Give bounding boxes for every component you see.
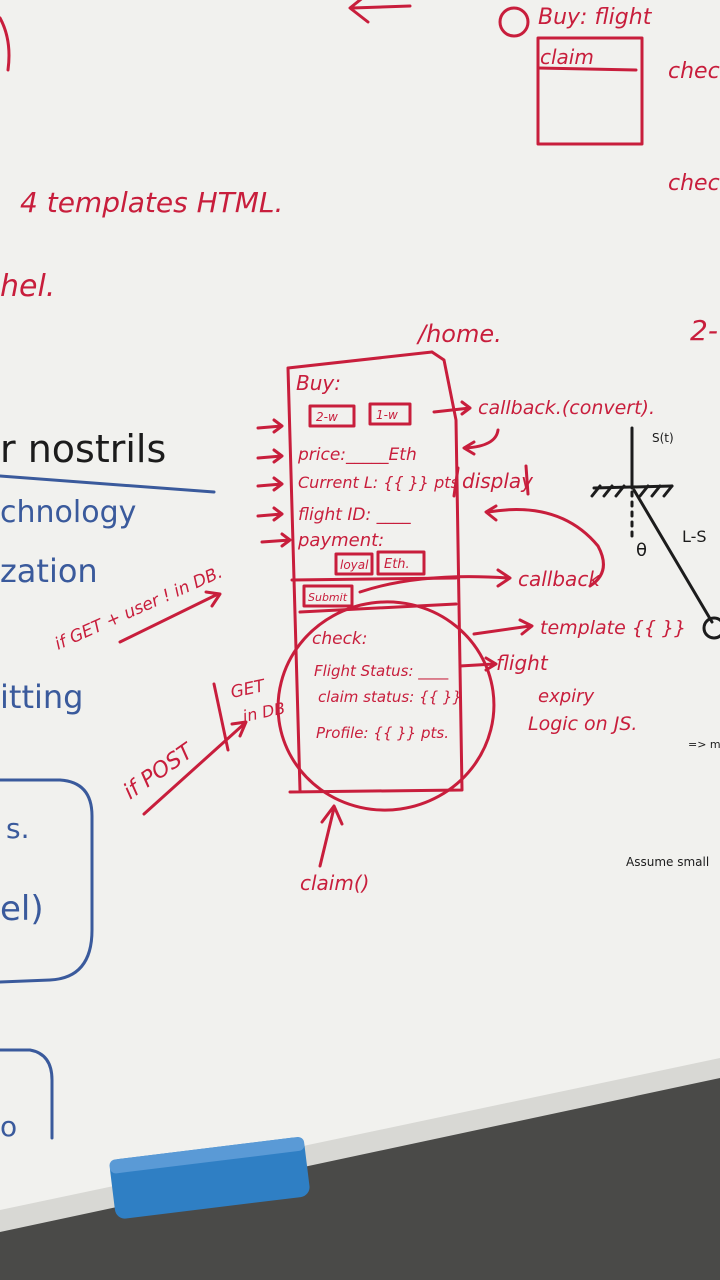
whiteboard-surface xyxy=(0,0,720,1225)
blue-lower-box xyxy=(0,1048,54,1140)
profile-field: Profile: {{ }} pts. xyxy=(316,724,449,742)
itting-text: itting xyxy=(0,678,83,716)
price-field: price:_____Eth xyxy=(297,445,417,465)
arrow-to-claim xyxy=(318,804,344,868)
check-circle xyxy=(276,600,496,812)
pendulum-rod xyxy=(632,488,714,624)
curve-top-left xyxy=(0,16,11,72)
display-text: display xyxy=(462,469,534,493)
note-claim-underline xyxy=(536,66,638,72)
arrow-callback-convert xyxy=(432,400,472,416)
arrow-flight xyxy=(458,656,498,672)
pendulum-theta: θ xyxy=(636,540,647,561)
button-one-way xyxy=(368,402,412,426)
claim-status-field: claim status: {{ }} xyxy=(318,688,462,706)
button-loyal xyxy=(334,552,374,576)
claim-function: claim() xyxy=(300,871,369,895)
box-fragment-3: o xyxy=(0,1110,17,1143)
side-check-1: check xyxy=(668,59,720,84)
arrow-note: => m xyxy=(688,738,720,751)
expiry-text: expiry xyxy=(538,686,595,707)
button-eth xyxy=(376,550,426,576)
zation-text: zation xyxy=(0,552,98,590)
arrow-in-5 xyxy=(260,532,292,548)
arrow-callback xyxy=(358,568,512,594)
arrow-in-4 xyxy=(256,506,284,522)
nostrils-text: r nostrils xyxy=(0,427,166,471)
arrow-template xyxy=(472,618,534,636)
callback-convert-text: callback.(convert). xyxy=(478,397,655,419)
ceiling-hatch xyxy=(590,484,674,498)
arrow-top-left xyxy=(348,0,412,24)
templates-note: 4 templates HTML. xyxy=(20,186,283,219)
flight-text: flight xyxy=(496,651,549,675)
box-fragment-2: el) xyxy=(0,889,44,929)
flight-status-field: Flight Status: ____ xyxy=(314,662,449,681)
button-one-way-label: 1-w xyxy=(376,408,398,422)
fragment-hel: hel. xyxy=(0,269,55,304)
button-two-way xyxy=(308,404,356,428)
marker-tray xyxy=(0,1065,720,1280)
blue-rounded-box xyxy=(0,778,94,984)
arrow-in-1 xyxy=(256,418,284,434)
buy-label: Buy: xyxy=(296,371,341,395)
expiry-logic-text: Logic on JS. xyxy=(528,713,637,735)
home-route: /home. xyxy=(416,320,502,348)
eraser xyxy=(109,1136,310,1219)
arrow-back-price xyxy=(462,428,500,456)
button-submit-label: Submit xyxy=(308,591,348,604)
note-box xyxy=(536,36,644,146)
arrow-in-2 xyxy=(256,448,284,464)
curve-callback-loop xyxy=(484,504,605,588)
divider-check xyxy=(298,602,458,614)
display-bracket xyxy=(452,464,530,498)
arrow-post xyxy=(142,720,248,816)
current-loyalty: Current L: {{ }} pts xyxy=(298,473,459,492)
note-claim-text: claim xyxy=(540,45,594,69)
assume-small-text: Assume small xyxy=(626,855,709,869)
pendulum-label: S(t) xyxy=(652,431,674,445)
callback-text: callback xyxy=(518,567,601,591)
check-label: check: xyxy=(312,629,368,649)
button-submit xyxy=(302,584,354,608)
note-buy-text: Buy: flight xyxy=(538,5,653,30)
post-divider xyxy=(212,682,230,752)
pendulum-length: L-S xyxy=(682,527,707,546)
button-eth-label: Eth. xyxy=(384,557,410,572)
arrow-get-user xyxy=(118,590,222,644)
divider-line xyxy=(0,474,216,494)
button-two-way-label: 2-w xyxy=(316,410,338,424)
edge-text-2: 2- xyxy=(690,314,718,347)
flight-id-field: flight ID: ____ xyxy=(298,505,411,525)
pendulum-sketch: S(t) θ L-S xyxy=(590,426,720,640)
button-loyal-label: loyal xyxy=(340,558,369,572)
side-check-2: chec xyxy=(668,171,720,196)
payment-label: payment: xyxy=(297,530,384,551)
template-text: template {{ }} xyxy=(540,617,686,639)
circle-bullet xyxy=(498,6,530,38)
pendulum-bob xyxy=(702,616,720,640)
technology-text: chnology xyxy=(0,495,136,530)
arrow-in-3 xyxy=(256,476,284,492)
box-fragment-1: s. xyxy=(6,812,30,845)
